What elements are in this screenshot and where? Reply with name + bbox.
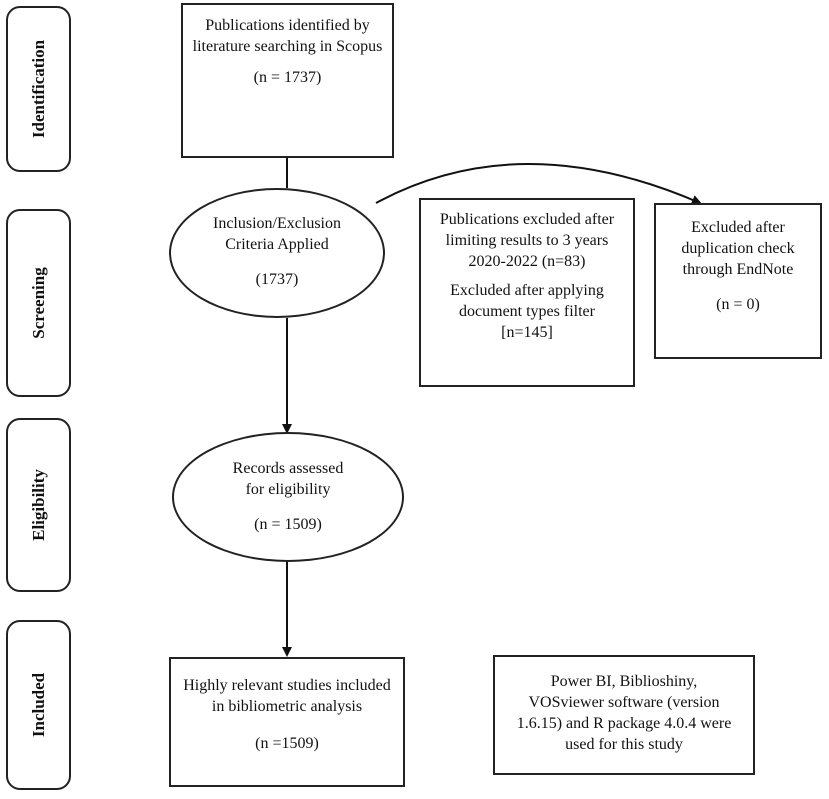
phase-screening: Screening [6,209,71,397]
excluded-duplicates-count: (n = 0) [716,296,760,313]
excluded-filters-box: Publications excluded after limiting res… [419,198,635,387]
criteria-line2: Criteria Applied [225,236,329,253]
included-line2: in bibliometric analysis [211,698,363,715]
software-box: Power BI, Biblioshiny, VOSviewer softwar… [493,655,755,775]
included-count: (n =1509) [255,735,319,752]
criteria-line1: Inclusion/Exclusion [213,215,341,232]
excluded-filters-line1: Publications excluded after [439,211,615,228]
excluded-filters-line3: 2020-2022 (n=83) [468,253,586,270]
excluded-filters-line6: [n=145] [501,324,553,341]
software-line4: used for this study [565,736,683,753]
criteria-ellipse: Inclusion/Exclusion Criteria Applied (17… [169,188,385,318]
excluded-filters-line4: Excluded after applying [450,282,604,299]
software-line3: 1.6.15) and R package 4.0.4 were [516,715,732,732]
phase-included: Included [6,620,71,790]
excluded-duplicates-box: Excluded after duplication check through… [654,203,822,359]
excluded-filters-line2: limiting results to 3 years [445,232,609,249]
excluded-duplicates-line2: duplication check [681,240,795,257]
excluded-duplicates-line3: through EndNote [682,261,794,278]
included-box: Highly relevant studies included in bibl… [169,657,405,787]
phase-identification: Identification [6,6,71,172]
phase-eligibility-label: Eligibility [28,469,48,541]
software-line2: VOSviewer software (version [528,694,720,711]
arrow-criteria-to-duplicates [375,163,702,205]
phase-included-label: Included [28,672,48,738]
eligibility-ellipse: Records assessed for eligibility (n = 15… [172,432,404,562]
phase-screening-label: Screening [28,267,48,339]
identified-line1: Publications identified by [205,17,370,34]
phase-identification-label: Identification [28,39,48,139]
eligibility-line1: Records assessed [232,460,344,477]
eligibility-line2: for eligibility [245,481,331,498]
identified-line2: literature searching in Scopus [192,38,383,55]
excluded-filters-line5: document types filter [459,303,595,320]
software-line1: Power BI, Biblioshiny, [550,673,698,690]
identified-box: Publications identified by literature se… [181,3,394,158]
eligibility-count: (n = 1509) [254,516,322,533]
included-line1: Highly relevant studies included [183,677,391,694]
criteria-count: (1737) [255,271,299,288]
phase-eligibility: Eligibility [6,418,71,592]
excluded-duplicates-line1: Excluded after [691,219,785,236]
identified-count: (n = 1737) [253,69,322,86]
